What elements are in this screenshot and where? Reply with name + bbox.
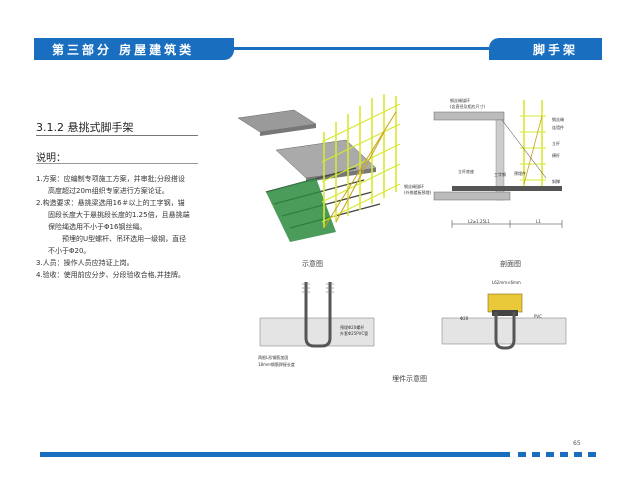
label-vertical: 立杆 [552, 141, 560, 146]
footer-dash [574, 452, 582, 457]
desc-line: 预埋的U型螺杆、吊环选用一级钢，直径 [62, 235, 187, 243]
footer-dash [546, 452, 554, 457]
header-divider [234, 47, 489, 50]
embedded-caption: 埋件示意图 [392, 375, 427, 383]
desc-line: 3.人员：操作人员应持证上岗。 [36, 259, 134, 267]
label-ledger: 横杆 [552, 153, 560, 158]
desc-line: 高度超过20m组织专家进行方案论证。 [48, 187, 169, 195]
label-bottom-2: 18mm钢筋焊接长度 [258, 362, 295, 367]
label-anchor-length: L2≥1.25L1 [468, 219, 490, 224]
desc-line: 4.验收：使用前应分步、分段验收合格,并挂牌。 [36, 271, 185, 279]
label-dia: Φ20 [460, 316, 469, 321]
topic-tab: 脚手架 [489, 38, 602, 60]
label-rope: 钢丝绳 [552, 117, 564, 122]
footer-dash [532, 452, 540, 457]
label-beam: 工字钢 [494, 172, 506, 177]
label-ubolt-1: 预埋Φ20螺杆 [340, 325, 365, 330]
label-pole: 立杆底座 [458, 169, 474, 174]
label-brace: 斜撑 [552, 179, 560, 184]
label-bottom-1: 两根L形钢筋加固 [258, 355, 289, 360]
page-number: 65 [573, 440, 581, 447]
label-plate-dim: L62mm×6mm [492, 280, 521, 285]
label-low-anchor-sub: (外挑楼板预埋) [404, 190, 432, 195]
scaffold-schematic [237, 94, 401, 242]
ubolt-detail [259, 282, 375, 348]
footer-line [40, 452, 510, 457]
chapter-tab: 第三部分 房屋建筑类 [34, 38, 234, 60]
ring-detail [441, 293, 567, 350]
footer-dash [588, 452, 596, 457]
label-pvc: PVC [534, 314, 542, 319]
section-rule [36, 135, 198, 136]
page-footer [40, 452, 600, 457]
label-ubolt-2: 外套Φ25PVC管 [340, 331, 369, 336]
label-top-anchor-sub: (含直径及相应尺寸) [450, 104, 486, 109]
footer-dash [560, 452, 568, 457]
desc-line: 2.构造要求：悬挑梁选用16＃以上的工字钢，锚 [36, 199, 185, 207]
section-subtitle: 说明： [36, 153, 66, 164]
topic-title: 脚手架 [533, 43, 579, 57]
label-connector: 连墙件 [552, 125, 564, 130]
footer-dash [518, 452, 526, 457]
desc-line: 固段长度大于悬挑段长度的1.25倍，且悬挑端 [48, 211, 190, 219]
desc-line: 保险绳选用不小于Φ16钢丝绳。 [48, 223, 147, 231]
label-cantilever-length: L1 [536, 219, 541, 224]
desc-line: 不小于Φ20。 [48, 247, 91, 255]
label-low-anchor: 钢丝绳锚环 [404, 184, 424, 189]
description-text: 1.方案：应编制专项施工方案，并审批;分段搭设 高度超过20m组织专家进行方案论… [36, 173, 236, 281]
label-top-anchor: 钢丝绳锚环 [450, 98, 470, 103]
subtitle-rule [36, 163, 198, 164]
schematic-caption: 示意图 [302, 260, 323, 268]
label-anchor: 预埋件 [514, 171, 526, 176]
section-caption: 剖面图 [500, 260, 521, 268]
chapter-title: 第三部分 房屋建筑类 [52, 43, 195, 57]
section-diagram [433, 100, 563, 228]
desc-line: 1.方案：应编制专项施工方案，并审批;分段搭设 [36, 175, 186, 183]
section-title: 3.1.2 悬挑式脚手架 [36, 121, 134, 134]
page-header: 第三部分 房屋建筑类 脚手架 [34, 38, 602, 60]
